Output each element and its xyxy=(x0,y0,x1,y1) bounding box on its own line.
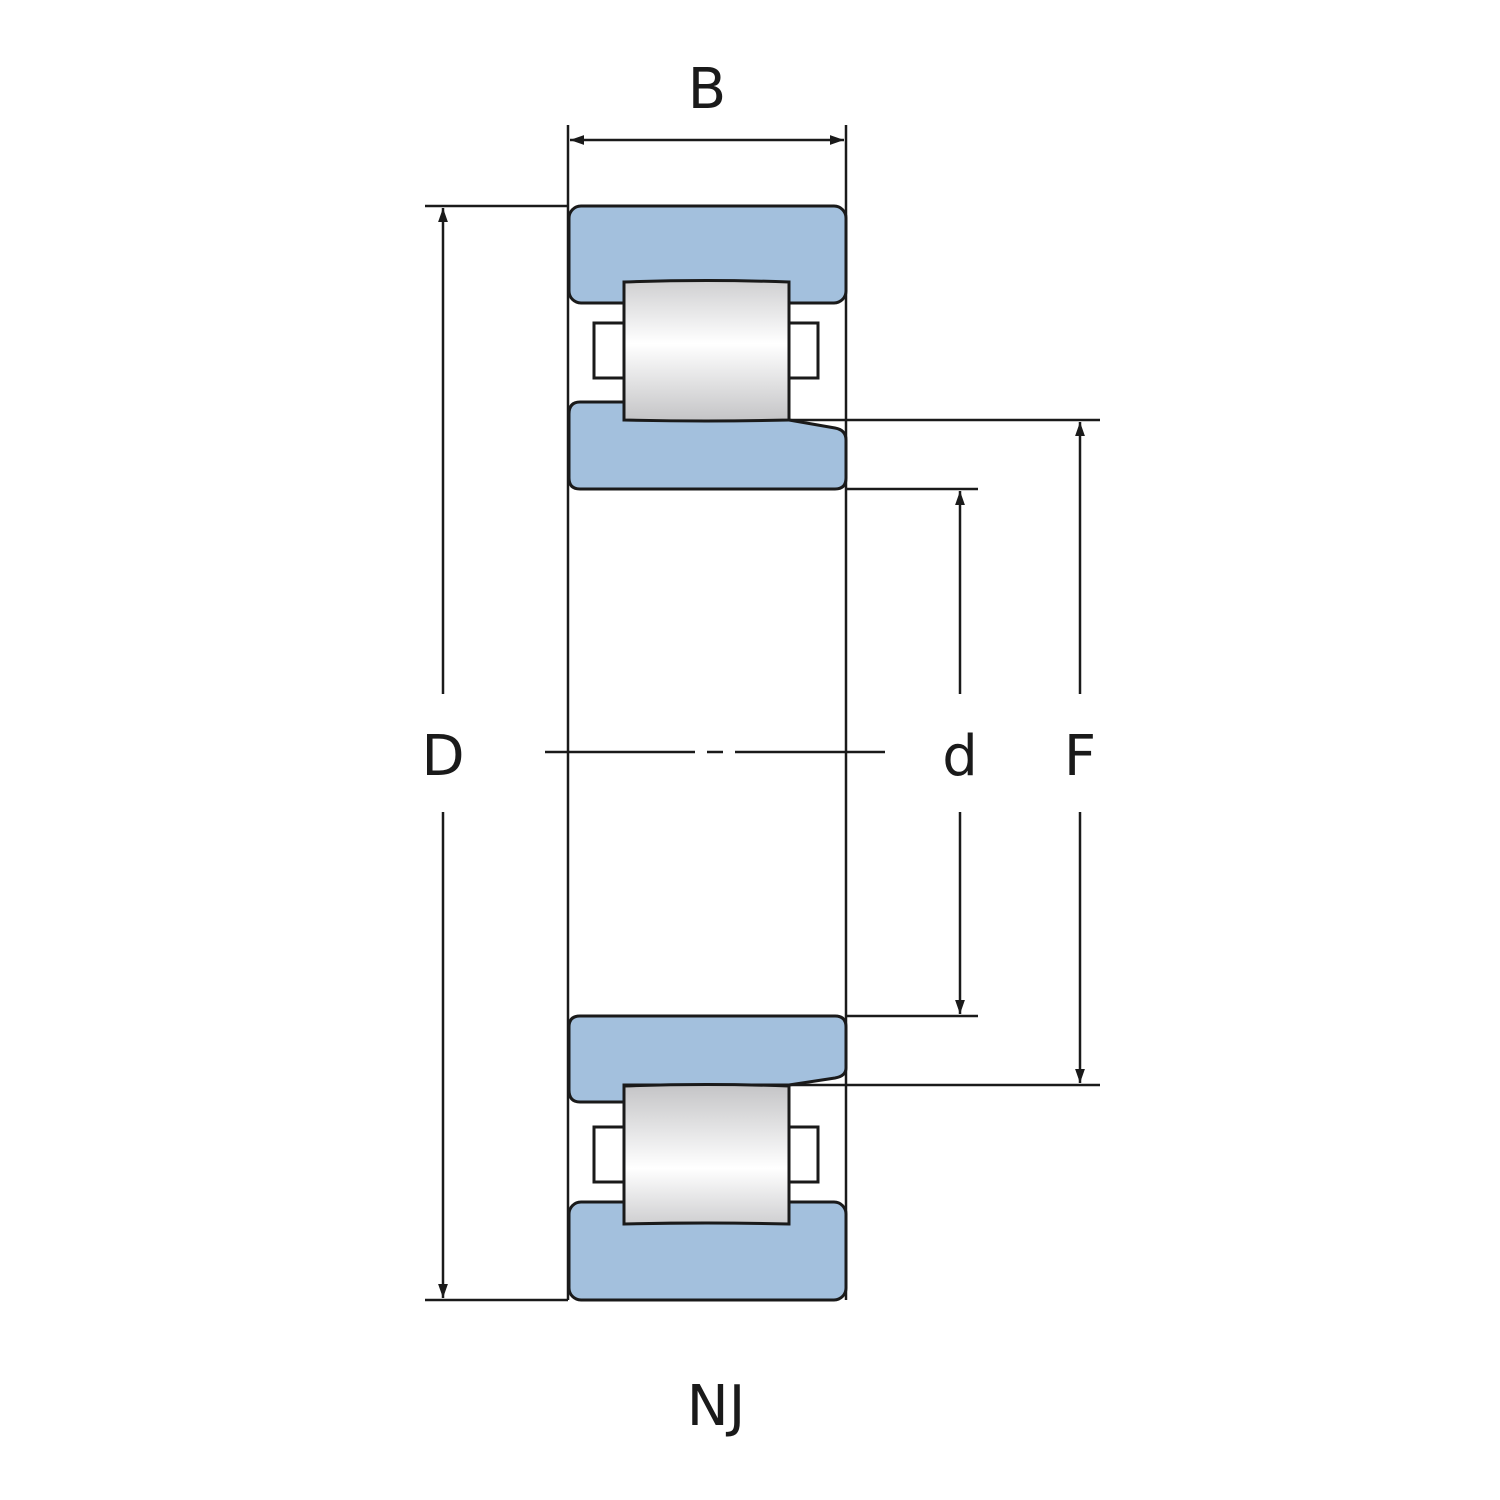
label-d: d xyxy=(942,724,978,789)
label-F: F xyxy=(1064,724,1096,789)
roller-bottom xyxy=(622,1083,791,1226)
bottom-section xyxy=(567,1014,848,1302)
bearing-type-title: NJ xyxy=(687,1374,745,1439)
label-D: D xyxy=(421,724,464,789)
inner-ring-top xyxy=(567,400,848,491)
top-section xyxy=(567,204,848,491)
cage-left-top xyxy=(592,321,626,380)
label-b: B xyxy=(688,57,726,122)
cage-right-top xyxy=(787,321,820,380)
cage-left-bottom xyxy=(592,1125,626,1184)
cage-right-bottom xyxy=(787,1125,820,1184)
roller-top xyxy=(622,279,791,423)
